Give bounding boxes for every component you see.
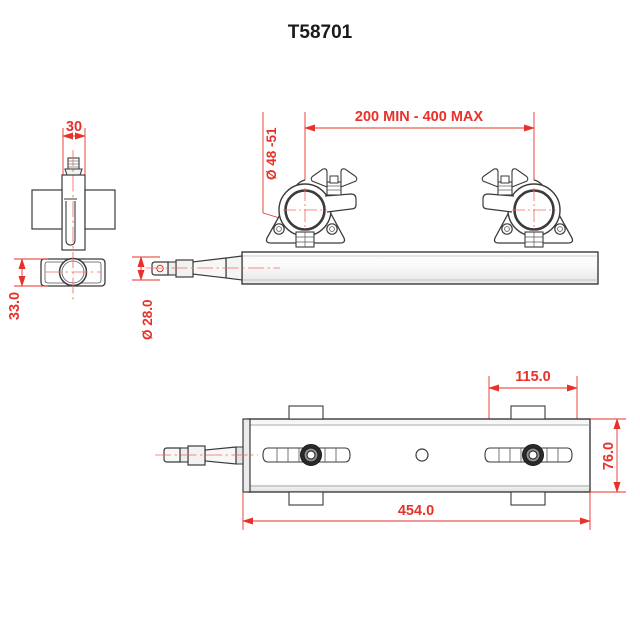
end-view: 30 [7, 119, 116, 320]
plan-spigot [155, 445, 258, 466]
dimension-span-adjust: 200 MIN - 400 MAX [304, 109, 535, 196]
dimension-label-spigot: Ø 28.0 [140, 299, 155, 340]
front-clamp-left [265, 168, 358, 248]
dimension-label-454: 454.0 [398, 503, 434, 519]
wing-nut-icon [481, 168, 529, 196]
plan-clamp-slot-left [262, 444, 351, 466]
dimension-spigot-diameter: Ø 28.0 [132, 256, 160, 340]
dimension-label-33: 33.0 [7, 292, 23, 320]
dimension-bar-width: 76.0 [590, 418, 626, 493]
front-spigot [146, 255, 280, 281]
plan-centre-hole [415, 448, 429, 462]
dimension-overall-length: 454.0 [242, 492, 591, 530]
dimension-label-30: 30 [66, 119, 82, 135]
dimension-label-115: 115.0 [515, 369, 551, 385]
dimension-clamp-slot-span: 115.0 [488, 369, 578, 452]
wing-nut-icon [310, 168, 358, 196]
dimension-label-span: 200 MIN - 400 MAX [355, 109, 483, 125]
end-view-centerlines [46, 150, 101, 300]
plan-view: 115.0 [155, 369, 626, 530]
page-title: T58701 [288, 22, 353, 43]
plan-clamp-tabs [288, 405, 546, 506]
end-view-clamp-body [31, 157, 116, 287]
dimension-end-view-height: 33.0 [7, 258, 48, 320]
front-main-bar [241, 251, 599, 285]
plan-clamp-slot-right [484, 444, 573, 466]
dimension-label-bore: Ø 48 -51 [264, 127, 279, 180]
front-elevation-view: 200 MIN - 400 MAX Ø 48 -51 [132, 109, 599, 340]
front-clamp-right [481, 168, 574, 248]
dimension-label-76: 76.0 [601, 442, 617, 470]
